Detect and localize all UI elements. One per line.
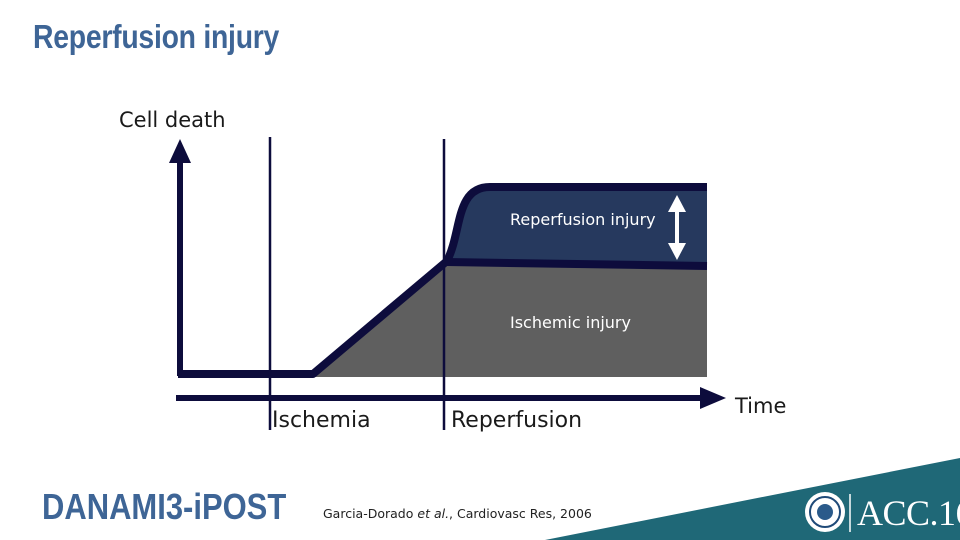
acc-seal-inner	[809, 496, 841, 528]
ischemic-injury-area	[313, 261, 707, 377]
acc-logo-text: ACC.16	[857, 493, 960, 533]
ischemia-label: Ischemia	[272, 408, 371, 433]
footer-title: DANAMI3-iPOST	[42, 486, 287, 527]
x-axis-label: Time	[735, 394, 787, 418]
ischemic-injury-label: Ischemic injury	[510, 313, 631, 332]
reperfusion-label: Reperfusion	[451, 408, 583, 433]
reperfusion-injury-label: Reperfusion injury	[510, 210, 656, 229]
reperfusion-injury-area	[447, 187, 707, 265]
citation-source: , Cardiovasc Res, 2006	[449, 506, 592, 521]
y-axis-label: Cell death	[119, 108, 226, 132]
span-arrow-top-head	[668, 195, 686, 212]
page-title: Reperfusion injury	[33, 18, 280, 55]
acc-seal-center	[817, 504, 833, 520]
citation-authors: Garcia-Dorado	[323, 506, 414, 521]
span-arrow-bottom-head	[668, 243, 686, 260]
ischemic-injury-boundary	[446, 258, 708, 270]
y-axis-arrowhead	[169, 139, 191, 163]
citation-etal: et al.	[417, 506, 450, 521]
citation: Garcia-Dorado et al., Cardiovasc Res, 20…	[323, 506, 592, 521]
footer-band	[545, 458, 960, 540]
x-axis-arrowhead	[700, 387, 726, 409]
